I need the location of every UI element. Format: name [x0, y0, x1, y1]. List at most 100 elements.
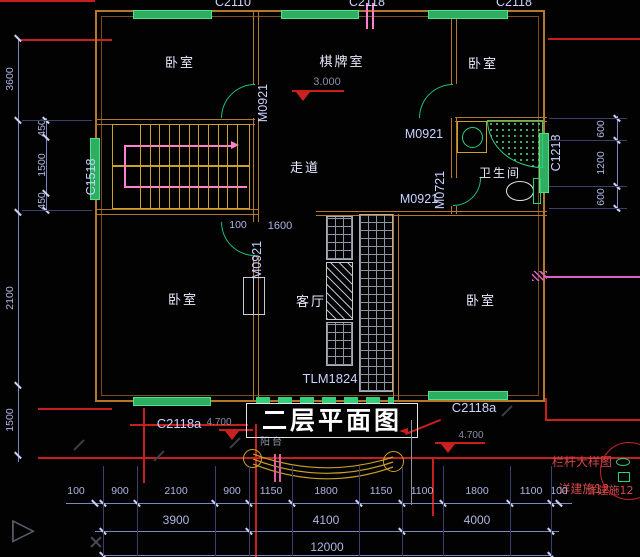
- extension-line: [549, 118, 627, 119]
- sink: [457, 121, 487, 153]
- dim-value: 2100: [4, 286, 16, 310]
- break-mark: [279, 454, 281, 482]
- stair-tread: [140, 125, 141, 208]
- dim-value: 1150: [259, 485, 283, 497]
- stair-direction-line: [124, 145, 232, 147]
- stair-direction-line: [124, 186, 247, 188]
- extension-line: [359, 466, 360, 556]
- stair-tread: [217, 125, 219, 208]
- dim-value: 100: [67, 485, 85, 497]
- level-mark-line: [435, 442, 485, 444]
- opening-offset-dim: 100: [229, 219, 247, 231]
- stair-direction-arrow: [231, 141, 239, 149]
- room-label-bedroom-tl: 卧室: [164, 56, 195, 71]
- wall-segment: [451, 118, 457, 178]
- sink-basin: [462, 127, 483, 148]
- utility-hatch-mark: [532, 271, 547, 281]
- level-value: 4.700: [206, 417, 232, 428]
- dim-value: 600: [595, 188, 607, 206]
- dim-value: 3600: [4, 67, 16, 91]
- axis-line: [255, 424, 257, 557]
- section-mark: [372, 3, 374, 29]
- dim-value: 2100: [164, 485, 188, 497]
- dim-value: 1800: [465, 485, 489, 497]
- level-mark-line: [292, 90, 344, 92]
- dim-value: 1800: [314, 485, 338, 497]
- room-label-bathroom: 卫生间: [478, 166, 521, 180]
- dim-line: [95, 531, 559, 532]
- axis-line: [20, 39, 112, 41]
- window-top-middle: [281, 10, 359, 19]
- door-label: M0921: [250, 240, 264, 280]
- window-label: C2110: [215, 0, 251, 9]
- stair-tread: [227, 125, 229, 208]
- utility-line: [545, 276, 640, 278]
- dim-value: 4100: [312, 513, 340, 527]
- x-marker-icon: ✕: [88, 533, 104, 554]
- axis-line: [432, 458, 434, 516]
- window-bottom-right: [428, 391, 508, 400]
- balcony-column: [383, 451, 404, 472]
- extension-line: [22, 120, 92, 121]
- dim-line: [46, 118, 47, 212]
- railing-note: 栏杆大样图: [551, 455, 612, 469]
- extension-line: [411, 420, 412, 505]
- dim-line: [66, 503, 572, 504]
- room-label-corridor: 走道: [289, 161, 320, 176]
- wall-segment: [253, 118, 259, 222]
- room-label-game-room: 棋牌室: [319, 55, 365, 70]
- wall-segment: [253, 10, 259, 85]
- axis-line: [545, 398, 547, 421]
- furniture-sofa-strip: [359, 214, 393, 392]
- extension-line: [249, 466, 250, 556]
- axis-line: [38, 408, 112, 410]
- title-box: [246, 403, 418, 438]
- window-label: C1218: [549, 134, 563, 172]
- stair-tread: [198, 125, 200, 208]
- axis-line: [130, 424, 248, 426]
- dim-value: 1150: [369, 485, 393, 497]
- extension-line: [215, 466, 216, 556]
- furniture-tv: [326, 262, 353, 320]
- room-label-balcony: 阳台: [260, 437, 284, 448]
- extension-line: [292, 466, 293, 556]
- level-value: 4.700: [458, 430, 484, 441]
- axis-line: [0, 0, 95, 2]
- stair-tread: [149, 125, 151, 208]
- door-label: M0921: [256, 83, 270, 123]
- dim-value: 1500: [4, 408, 16, 432]
- door-label: M0721: [433, 170, 447, 210]
- furniture-side-table: [243, 277, 265, 315]
- extension-line: [510, 466, 511, 556]
- dim-value: 1100: [519, 485, 543, 497]
- furniture-cabinet: [326, 216, 353, 260]
- extension-line: [549, 186, 627, 187]
- window-label: C2118: [349, 0, 385, 9]
- leader-arrowhead: [399, 428, 408, 434]
- break-mark: [274, 454, 276, 482]
- room-label-living: 客厅: [295, 295, 326, 310]
- axis-line: [38, 457, 640, 459]
- level-mark-triangle: [225, 431, 239, 440]
- extension-line: [137, 466, 138, 556]
- window-label: C2118a: [156, 416, 202, 431]
- level-value: 3.000: [313, 76, 341, 88]
- door-label: M0921: [399, 192, 439, 206]
- door-label: TLM1824: [302, 371, 358, 386]
- watermark-stroke: [73, 439, 85, 451]
- extension-line: [551, 466, 552, 556]
- stair-tread: [178, 125, 180, 208]
- window-label: C2118a: [451, 400, 497, 415]
- dim-value: 1100: [410, 485, 434, 497]
- drawing-title: 二层平面图: [261, 406, 402, 435]
- dim-value: 3900: [162, 513, 190, 527]
- balcony-column: [243, 449, 262, 468]
- wall-segment: [451, 10, 457, 84]
- stair-direction-line: [124, 145, 126, 188]
- toilet: [506, 181, 534, 201]
- door-label: M0921: [404, 127, 444, 141]
- wall-segment: [316, 211, 547, 216]
- wall-segment: [451, 206, 457, 214]
- extension-line: [549, 140, 627, 141]
